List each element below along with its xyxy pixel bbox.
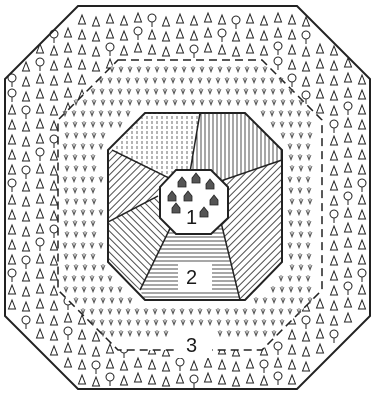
zone-1-label: 1 (186, 207, 197, 229)
zone-1-core-settlement: 1 (160, 170, 228, 234)
zone-2-label: 2 (186, 267, 197, 289)
zone-3-label: 3 (186, 335, 197, 357)
